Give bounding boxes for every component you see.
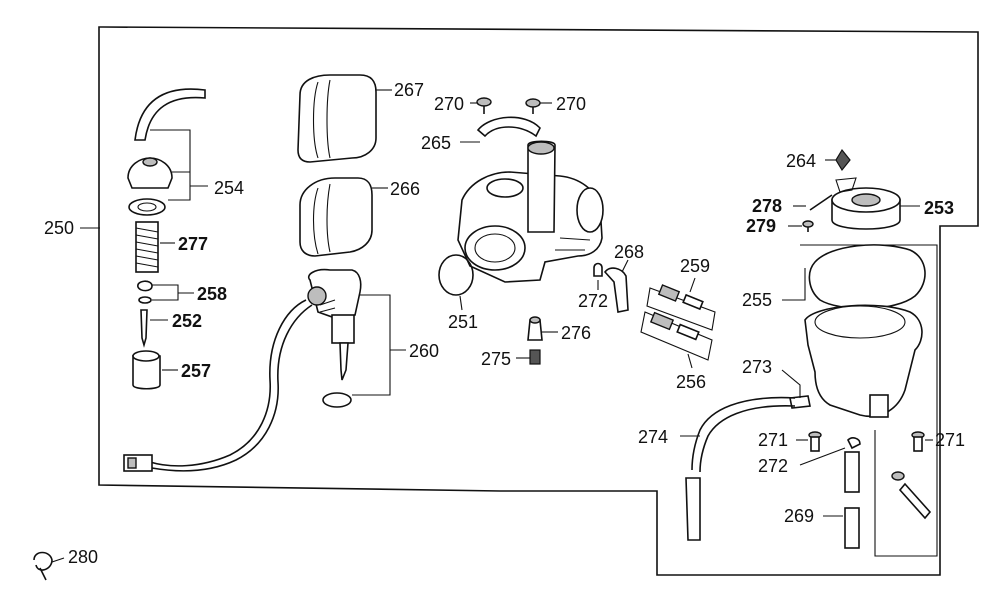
label-264: 264: [786, 151, 816, 171]
label-255: 255: [742, 290, 772, 310]
label-265: 265: [421, 133, 451, 153]
drain-screw-part: [911, 431, 925, 452]
diaphragm-part: [128, 198, 166, 216]
connector-part: [123, 454, 153, 472]
label-251: 251: [448, 312, 478, 332]
label-270b: 270: [556, 94, 586, 114]
label-272a: 272: [578, 291, 608, 311]
label-260: 260: [409, 341, 439, 361]
throttle-slide-part: [132, 350, 161, 390]
assembly-outline: [98, 26, 979, 576]
label-274: 274: [638, 427, 668, 447]
label-269: 269: [784, 506, 814, 526]
label-258: 258: [197, 284, 227, 304]
label-267: 267: [394, 80, 424, 100]
label-266: 266: [390, 179, 420, 199]
label-253: 253: [924, 198, 954, 218]
overflow-hose-lower: [685, 477, 701, 541]
pilot-jet-part: [529, 349, 541, 365]
leader-268: [621, 259, 629, 273]
drain-screw-part: [808, 431, 822, 452]
short-hose-part: [844, 507, 860, 549]
label-277: 277: [178, 234, 208, 254]
leader-259: [689, 277, 696, 293]
main-jet-part: [527, 316, 543, 341]
leader-254: [150, 129, 208, 201]
bowl-gasket-part: [808, 244, 926, 310]
hose-clip-part: [847, 437, 861, 450]
drain-hose-part: [603, 267, 629, 313]
diaphragm-inner: [137, 202, 157, 212]
label-275: 275: [481, 349, 511, 369]
label-279: 279: [746, 216, 776, 236]
label-278: 278: [752, 196, 782, 216]
label-257: 257: [181, 361, 211, 381]
float-bowl-part: [789, 304, 923, 418]
hose-clamp-part: [33, 551, 53, 581]
air-box-seal-part: [299, 177, 373, 257]
spring-part: [135, 221, 159, 273]
label-272b: 272: [758, 456, 788, 476]
leader-273: [781, 369, 801, 398]
label-256: 256: [676, 372, 706, 392]
intake-oring-part: [438, 254, 474, 296]
screw-part: [525, 98, 541, 114]
short-hose-part: [844, 451, 860, 493]
float-valve-part: [835, 148, 851, 172]
adjust-screw-set-part: [646, 284, 716, 331]
overflow-hose-part-2: [699, 405, 796, 473]
leader-251: [459, 295, 463, 311]
hose-clip-part: [593, 262, 603, 277]
float-part: [831, 177, 901, 230]
jet-needle-part: [140, 309, 148, 348]
carburetor-body-part: [457, 140, 604, 283]
drain-plug-part: [891, 471, 932, 520]
label-270a: 270: [434, 94, 464, 114]
label-268: 268: [614, 242, 644, 262]
float-pin-part: [809, 194, 833, 211]
choke-wire-part: [149, 299, 307, 467]
screw-part: [476, 97, 492, 114]
adjust-screw-set-part: [640, 311, 713, 361]
leader-256: [687, 353, 693, 369]
air-box-cover-part: [297, 74, 377, 163]
auto-choke-part: [307, 268, 362, 381]
label-252: 252: [172, 311, 202, 331]
leader-255: [782, 268, 806, 301]
choke-wire-part-2: [151, 304, 313, 472]
cable-bracket-part: [476, 116, 541, 138]
leader-272b: [799, 447, 846, 466]
float-screw-part: [802, 220, 814, 232]
leader-280: [51, 557, 65, 563]
label-276: 276: [561, 323, 591, 343]
leader-260: [352, 294, 406, 396]
label-273: 273: [742, 357, 772, 377]
label-254: 254: [214, 178, 244, 198]
label-271b: 271: [935, 430, 965, 450]
label-271a: 271: [758, 430, 788, 450]
label-259: 259: [680, 256, 710, 276]
overflow-hose-part: [691, 396, 796, 471]
leader-258: [152, 284, 194, 301]
vacuum-hose-part: [134, 88, 206, 141]
needle-clip-part: [137, 280, 153, 292]
label-280: 280: [68, 547, 98, 567]
needle-washer-part: [138, 296, 152, 304]
diaphragm-cover-top: [142, 157, 158, 167]
choke-oring-part: [322, 392, 352, 408]
label-250: 250: [44, 218, 74, 238]
